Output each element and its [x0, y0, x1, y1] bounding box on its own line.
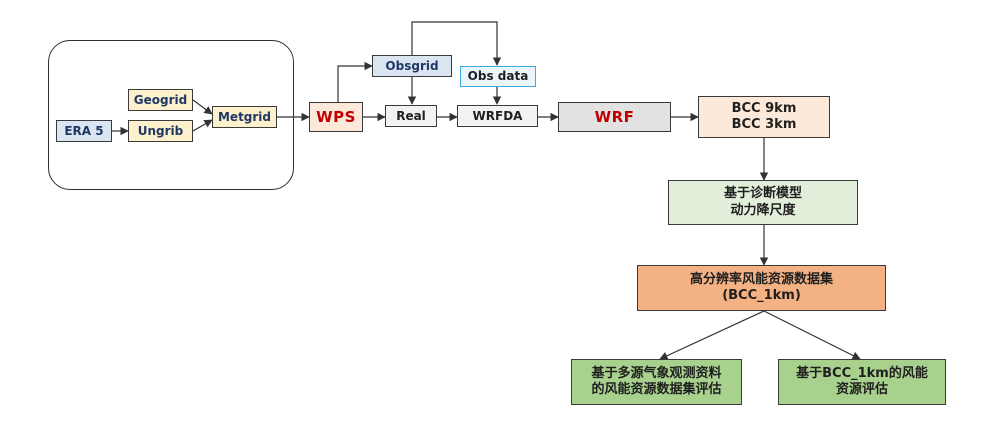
- node-real-label: Real: [396, 108, 426, 123]
- node-dataset-line1: 高分辨率风能资源数据集: [689, 271, 833, 287]
- node-wrfda: WRFDA: [457, 105, 538, 127]
- node-downscaling-line2: 动力降尺度: [730, 202, 796, 218]
- node-metgrid: Metgrid: [212, 106, 277, 128]
- node-geogrid-label: Geogrid: [133, 92, 188, 107]
- node-eval-bcc-1km: 基于BCC_1km的风能 资源评估: [778, 359, 946, 405]
- node-bcc-resolutions: BCC 9km BCC 3km: [698, 96, 830, 138]
- node-geogrid: Geogrid: [128, 89, 193, 111]
- node-obs-data-label: Obs data: [467, 69, 529, 83]
- node-eval-obs-line1: 基于多源气象观测资料: [591, 365, 722, 381]
- node-eval-bcc-line2: 资源评估: [835, 382, 888, 397]
- arrow-geogrid-metgrid: [192, 99, 213, 115]
- node-obsgrid: Obsgrid: [372, 55, 452, 77]
- node-downscaling-line1: 基于诊断模型: [723, 186, 802, 202]
- node-ungrib-label: Ungrib: [137, 123, 184, 138]
- node-obs-data: Obs data: [460, 66, 536, 87]
- node-bcc-9km-label: BCC 9km: [731, 100, 797, 116]
- node-wps: WPS: [309, 102, 363, 132]
- node-eval-multisource-obs: 基于多源气象观测资料 的风能资源数据集评估: [571, 359, 742, 405]
- node-dataset-line2: (BCC_1km): [722, 288, 801, 303]
- node-high-res-dataset: 高分辨率风能资源数据集 (BCC_1km): [637, 265, 886, 311]
- node-ungrib: Ungrib: [128, 120, 193, 142]
- arrow-wps-obsgrid: [337, 61, 373, 102]
- node-wrfda-label: WRFDA: [472, 108, 523, 123]
- node-era5: ERA 5: [56, 120, 112, 142]
- arrow-dataset-evalbcc: [763, 310, 861, 360]
- node-wrf-label: WRF: [594, 107, 635, 126]
- node-dynamic-downscaling: 基于诊断模型 动力降尺度: [668, 180, 858, 225]
- arrow-dataset-evalobs: [659, 310, 765, 360]
- node-wrf: WRF: [558, 102, 671, 132]
- node-eval-obs-line2: 的风能资源数据集评估: [591, 382, 722, 397]
- arrow-obsgrid-wrfda: [411, 21, 502, 66]
- node-wps-label: WPS: [316, 107, 356, 126]
- node-bcc-3km-label: BCC 3km: [731, 117, 797, 132]
- arrow-ungrib-metgrid: [192, 119, 213, 132]
- node-era5-label: ERA 5: [64, 123, 104, 138]
- node-eval-bcc-line1: 基于BCC_1km的风能: [796, 365, 928, 381]
- node-real: Real: [385, 105, 437, 127]
- node-obsgrid-label: Obsgrid: [385, 58, 439, 73]
- node-metgrid-label: Metgrid: [217, 109, 272, 124]
- wps-preprocessing-group: [48, 40, 294, 190]
